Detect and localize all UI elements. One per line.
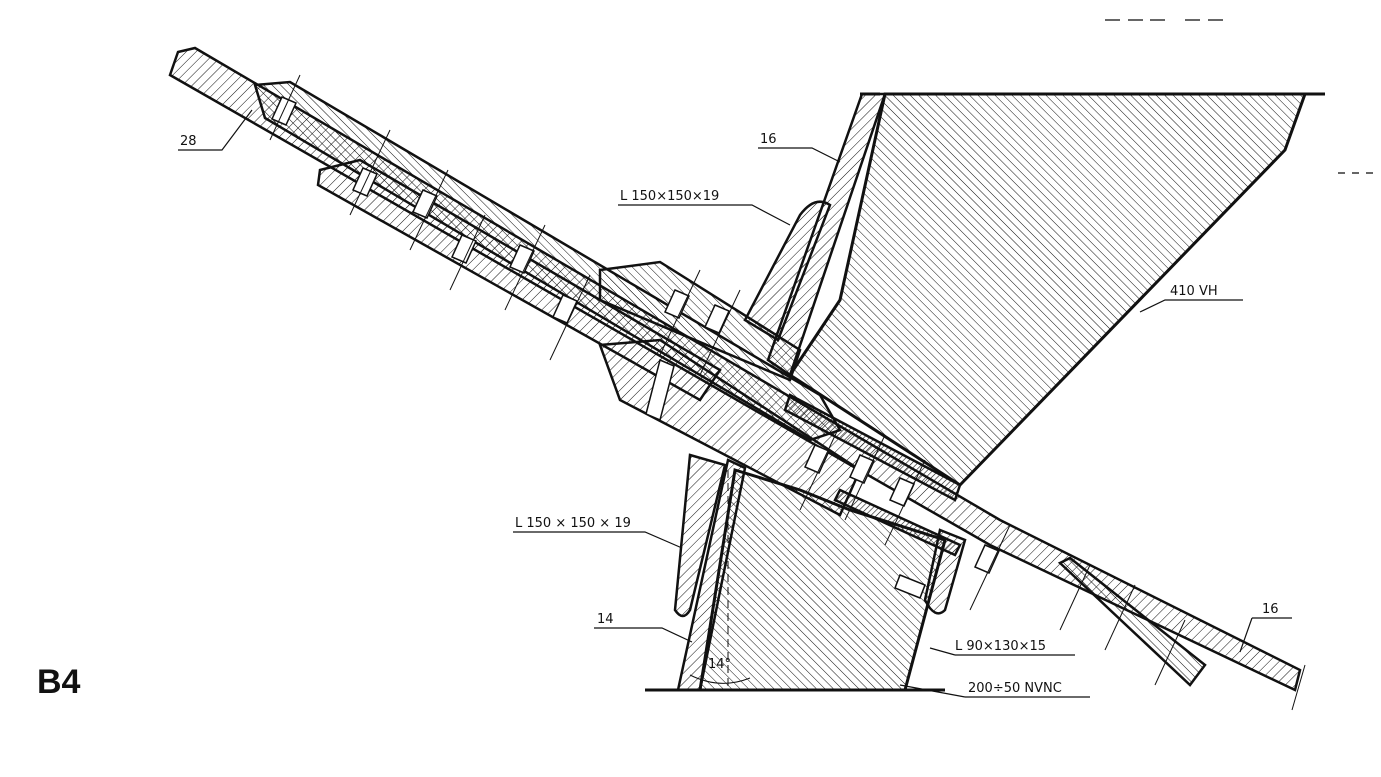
label-angle-value: 14°	[708, 657, 731, 672]
label-plate-14: 14	[597, 612, 614, 627]
label-angle-lower: L 150 × 150 × 19	[515, 516, 631, 531]
upper-girder	[787, 92, 1325, 487]
lower-angle	[673, 453, 727, 618]
label-girder-410: 410 VH	[1170, 284, 1218, 299]
label-angle-upper: L 150×150×19	[620, 189, 719, 204]
bolt-ticks	[269, 74, 1306, 711]
border-dashes	[1105, 19, 1373, 174]
label-plate-28: 28	[180, 134, 197, 149]
labels: 28 16 L 150×150×19 410 VH L 150 × 150 × …	[180, 132, 1279, 696]
label-plate-16-right: 16	[1262, 602, 1279, 617]
upper-angle	[743, 200, 832, 342]
label-bearing-pad: 200÷50 NVNC	[968, 681, 1062, 696]
lower-web-plate	[676, 458, 747, 692]
label-plate-16-top: 16	[760, 132, 777, 147]
sheet-id: B4	[37, 663, 81, 701]
angle-arc	[689, 470, 751, 690]
bolts	[271, 96, 1000, 599]
label-angle-small: L 90×130×15	[955, 639, 1046, 654]
leader-lines	[178, 109, 1292, 698]
